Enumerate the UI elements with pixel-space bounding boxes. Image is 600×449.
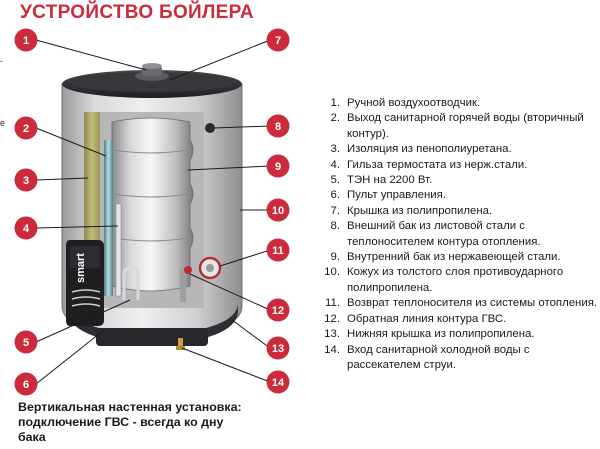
badge-9: 9 bbox=[266, 154, 290, 178]
legend-number: 4. bbox=[330, 158, 341, 171]
badge-6: 6 bbox=[14, 372, 38, 396]
svg-text:14: 14 bbox=[272, 377, 285, 389]
return-line-indicator bbox=[184, 266, 192, 274]
parts-legend: 1. Ручной воздухоотводчик. 2. Выход санита… bbox=[318, 96, 598, 373]
thermostat-well bbox=[115, 203, 122, 297]
legend-item: 2. Выход санитарной горячей воды (вторичн… bbox=[318, 111, 598, 142]
legend-number: 2. bbox=[330, 112, 341, 125]
svg-text:6: 6 bbox=[23, 379, 29, 391]
legend-item: 8. Внешний бак из листовой стали с теплон… bbox=[318, 219, 598, 250]
svg-text:1: 1 bbox=[23, 35, 29, 47]
svg-text:13: 13 bbox=[272, 343, 284, 355]
badge-2: 2 bbox=[14, 116, 38, 140]
brand-logo: smart bbox=[75, 253, 87, 283]
legend-text: Выход санитарной горячей воды (вторичный… bbox=[347, 112, 584, 140]
legend-item: 5. ТЭН на 2200 Вт. bbox=[318, 173, 598, 188]
svg-text:12: 12 bbox=[272, 305, 284, 317]
legend-item: 6. Пульт управления. bbox=[318, 188, 598, 203]
svg-text:7: 7 bbox=[275, 35, 281, 47]
legend-text: Возврат теплоносителя из системы отоплен… bbox=[347, 297, 598, 310]
legend-text: Кожух из толстого слоя противоударного п… bbox=[347, 266, 564, 294]
legend-text: ТЭН на 2200 Вт. bbox=[347, 174, 433, 187]
legend-item: 11. Возврат теплоносителя из системы отоп… bbox=[318, 296, 598, 311]
legend-item: 9. Внутренний бак из нержавеющей стали. bbox=[318, 250, 598, 265]
legend-text: Вход санитарной холодной воды с рассекат… bbox=[347, 343, 530, 371]
svg-text:8: 8 bbox=[275, 121, 281, 133]
legend-text: Нижняя крышка из полипропилена. bbox=[347, 328, 535, 341]
hot-water-tube bbox=[104, 140, 113, 296]
badge-5: 5 bbox=[14, 330, 38, 354]
badge-7: 7 bbox=[266, 28, 290, 52]
legend-item: 14. Вход санитарной холодной воды с рассе… bbox=[318, 343, 598, 374]
badge-13: 13 bbox=[266, 336, 290, 360]
legend-number: 11. bbox=[325, 297, 340, 310]
legend-item: 7. Крышка из полипропилена. bbox=[318, 204, 598, 219]
legend-text: Гильза термостата из нерж.стали. bbox=[347, 158, 528, 171]
boiler-cutaway bbox=[84, 112, 204, 308]
diagram-title: УСТРОЙСТВО БОЙЛЕРА bbox=[20, 2, 254, 23]
legend-text: Внутренний бак из нержавеющей стали. bbox=[347, 251, 561, 264]
legend-item: 3. Изоляция из пенополиуретана. bbox=[318, 142, 598, 157]
legend-number: 3. bbox=[330, 143, 341, 156]
legend-item: 4. Гильза термостата из нерж.стали. bbox=[318, 158, 598, 173]
legend-number: 13. bbox=[324, 328, 340, 341]
legend-number: 9. bbox=[330, 251, 341, 264]
badge-10: 10 bbox=[266, 198, 290, 222]
svg-text:11: 11 bbox=[272, 245, 284, 257]
legend-item: 13. Нижняя крышка из полипропилена. bbox=[318, 327, 598, 342]
badge-4: 4 bbox=[14, 216, 38, 240]
legend-text: Ручной воздухоотводчик. bbox=[347, 97, 481, 109]
legend-item: 1. Ручной воздухоотводчик. bbox=[318, 96, 598, 111]
legend-text: Крышка из полипропилена. bbox=[347, 204, 493, 217]
badge-12: 12 bbox=[266, 298, 290, 322]
badge-11: 11 bbox=[266, 238, 290, 262]
svg-text:9: 9 bbox=[275, 161, 281, 173]
legend-text: Обратная линия контура ГВС. bbox=[347, 312, 507, 325]
legend-text: Изоляция из пенополиуретана. bbox=[347, 143, 512, 156]
caption-line: бака bbox=[18, 430, 46, 444]
legend-number: 5. bbox=[330, 174, 341, 187]
svg-text:3: 3 bbox=[23, 175, 29, 187]
legend-number: 12. bbox=[324, 312, 340, 325]
svg-text:4: 4 bbox=[23, 223, 30, 235]
legend-number: 6. bbox=[330, 189, 341, 202]
fitting-icon bbox=[205, 123, 215, 133]
legend-number: 1. bbox=[330, 97, 341, 109]
svg-text:10: 10 bbox=[272, 205, 284, 217]
inner-tank bbox=[108, 117, 194, 292]
legend-number: 14. bbox=[324, 343, 340, 356]
legend-item: 12. Обратная линия контура ГВС. bbox=[318, 312, 598, 327]
badge-3: 3 bbox=[14, 168, 38, 192]
edge-mark: e bbox=[0, 118, 6, 128]
legend-text: Внешний бак из листовой стали с теплонос… bbox=[347, 220, 541, 248]
svg-text:5: 5 bbox=[23, 337, 29, 349]
caption-line: подключение ГВС - всегда ко дну bbox=[18, 415, 224, 429]
legend-number: 7. bbox=[330, 204, 341, 217]
svg-text:2: 2 bbox=[23, 123, 29, 135]
badge-8: 8 bbox=[266, 114, 290, 138]
badge-14: 14 bbox=[266, 370, 290, 394]
installation-caption: Вертикальная настенная установка: подклю… bbox=[18, 400, 288, 445]
legend-number: 10. bbox=[324, 266, 340, 279]
leader-lines bbox=[35, 39, 271, 385]
legend-number: 8. bbox=[330, 220, 341, 233]
edge-mark: - bbox=[0, 56, 3, 66]
cold-inlet bbox=[178, 338, 183, 348]
control-panel: smart bbox=[66, 240, 104, 326]
legend-text: Пульт управления. bbox=[347, 189, 446, 202]
badge-1: 1 bbox=[14, 28, 38, 52]
legend-item: 10. Кожух из толстого слоя противоударног… bbox=[318, 265, 598, 296]
caption-line: Вертикальная настенная установка: bbox=[18, 400, 242, 414]
